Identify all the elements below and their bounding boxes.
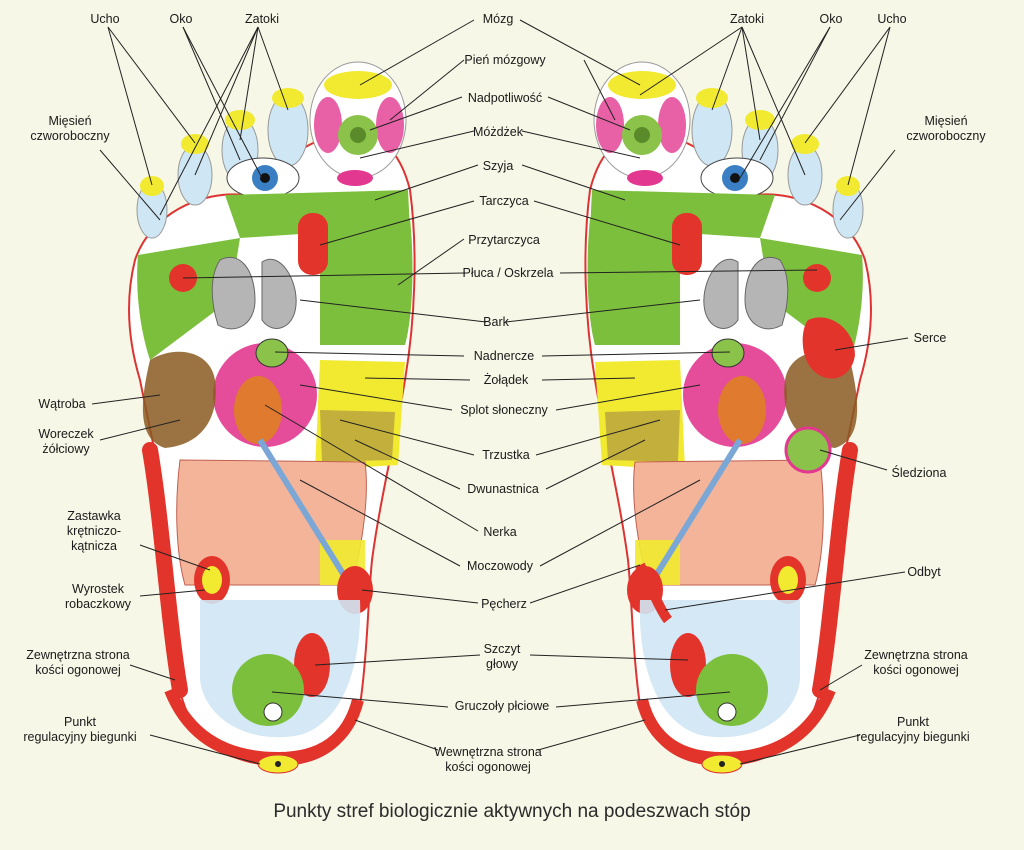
- label-przytarczyca: Przytarczyca: [468, 233, 540, 247]
- label-gruczoly: Gruczoły płciowe: [454, 699, 550, 713]
- label-serce: Serce: [913, 331, 947, 345]
- label-ucho-right: Ucho: [877, 12, 907, 26]
- label-miesien-left: Mięsień czworoboczny: [30, 114, 110, 143]
- label-wewnetrzna: Wewnętrzna strona kości ogonowej: [434, 745, 542, 774]
- label-moczowody: Moczowody: [467, 559, 533, 573]
- label-pien: Pień mózgowy: [464, 53, 546, 67]
- label-zewnetrzna-right: Zewnętrzna strona kości ogonowej: [864, 648, 968, 677]
- label-pluca: Płuca / Oskrzela: [462, 266, 554, 280]
- label-trzustka: Trzustka: [482, 448, 530, 462]
- label-dwunastnica: Dwunastnica: [467, 482, 539, 496]
- label-zatoki-right: Zatoki: [729, 12, 765, 26]
- right-foot: [585, 62, 871, 773]
- label-nadnercze: Nadnercze: [473, 349, 535, 363]
- right-foot-extras: [635, 317, 855, 624]
- label-splot: Splot słoneczny: [460, 403, 548, 417]
- left-foot: [129, 62, 415, 773]
- label-mozg: Mózg: [482, 12, 514, 26]
- label-tarczyca: Tarczyca: [479, 194, 529, 208]
- label-watroba: Wątroba: [38, 397, 86, 411]
- label-sledziona: Śledziona: [891, 466, 947, 480]
- label-nadpotliwosc: Nadpotliwość: [467, 91, 543, 105]
- label-wyrostek: Wyrostek robaczkowy: [65, 582, 131, 611]
- label-szyja: Szyja: [482, 159, 514, 173]
- label-szczyt: Szczyt głowy: [483, 642, 521, 671]
- label-woreczek: Woreczek żółciowy: [38, 427, 94, 456]
- label-nerka: Nerka: [483, 525, 517, 539]
- label-oko-right: Oko: [819, 12, 843, 26]
- label-oko-left: Oko: [169, 12, 193, 26]
- label-odbyt: Odbyt: [907, 565, 941, 579]
- label-mozdzek: Móżdżek: [472, 125, 524, 139]
- label-zoladek: Żołądek: [483, 373, 529, 387]
- label-pecherz: Pęcherz: [481, 597, 527, 611]
- label-punkt-right: Punkt regulacyjny biegunki: [856, 715, 970, 744]
- label-punkt-left: Punkt regulacyjny biegunki: [23, 715, 137, 744]
- label-zastawka: Zastawka krętniczo- kątnicza: [66, 509, 122, 553]
- label-zatoki-left: Zatoki: [244, 12, 280, 26]
- leader-lines: [91, 19, 909, 765]
- label-miesien-right: Mięsień czworoboczny: [906, 114, 986, 143]
- diagram-caption: Punkty stref biologicznie aktywnych na p…: [273, 801, 751, 822]
- label-ucho-left: Ucho: [90, 12, 120, 26]
- label-bark: Bark: [483, 315, 509, 329]
- label-zewnetrzna-left: Zewnętrzna strona kości ogonowej: [26, 648, 130, 677]
